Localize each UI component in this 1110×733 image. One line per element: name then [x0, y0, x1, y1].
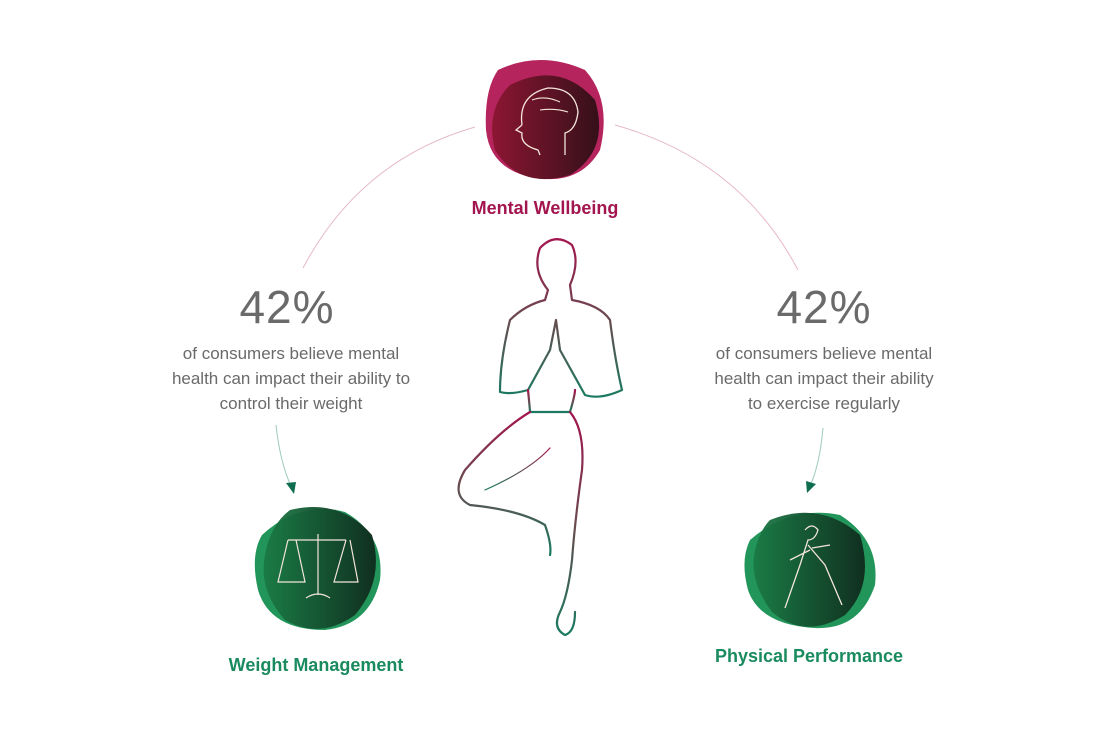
left-description-line: control their weight	[219, 394, 363, 413]
arrow-right	[810, 427, 824, 485]
left-description-line: health can impact their ability to	[171, 369, 411, 388]
arrow-left	[275, 424, 292, 487]
scales-icon	[254, 507, 381, 630]
weight-management-label: Weight Management	[228, 655, 404, 675]
runner-icon	[744, 512, 876, 629]
right-description: of consumers believe mental health can i…	[664, 341, 984, 416]
left-stat: 42%	[239, 281, 335, 333]
brain-head-icon	[485, 60, 604, 180]
arc-right	[614, 124, 799, 271]
right-description-line: to exercise regularly	[747, 394, 901, 413]
right-description-line: health can impact their ability	[714, 369, 934, 388]
right-description-line: of consumers believe mental	[715, 344, 933, 363]
physical-performance-label: Physical Performance	[714, 646, 904, 666]
arrowhead-right-icon	[806, 481, 816, 493]
arrowhead-left-icon	[286, 482, 296, 494]
left-description-line: of consumers believe mental	[182, 344, 400, 363]
mental-wellbeing-label: Mental Wellbeing	[471, 198, 619, 218]
left-description: of consumers believe mental health can i…	[131, 341, 451, 416]
arc-left	[302, 126, 476, 269]
yoga-figure-illustration	[457, 238, 624, 637]
right-stat: 42%	[776, 281, 872, 333]
